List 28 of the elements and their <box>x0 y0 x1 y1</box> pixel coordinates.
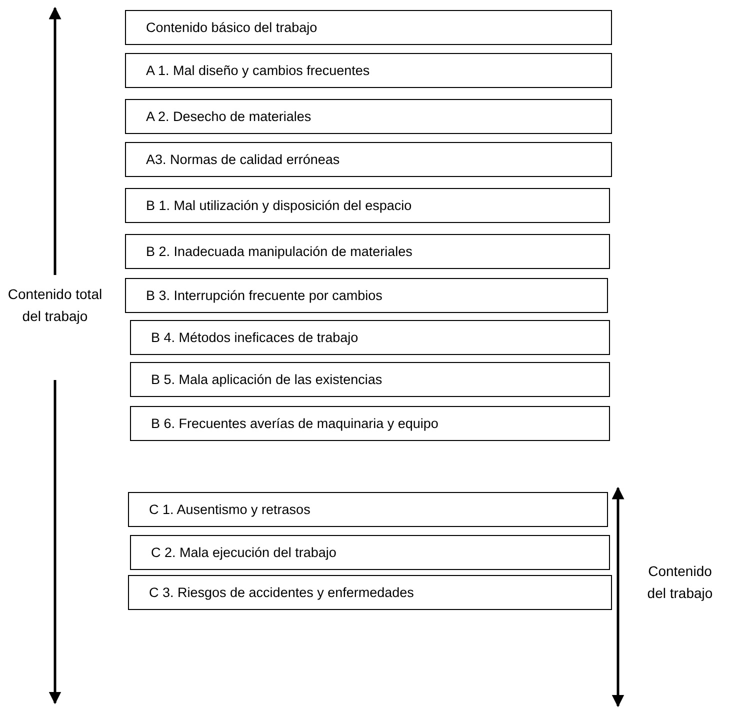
dimension-label: Contenido del trabajo <box>646 562 714 603</box>
list-box <box>128 492 608 527</box>
list-box <box>130 535 610 570</box>
box-text: Contenido básico del trabajo <box>146 20 318 35</box>
box-text: B 3. Interrupción frecuente por cambios <box>146 288 382 303</box>
list-box <box>125 10 612 45</box>
list-box <box>125 53 612 88</box>
list-box <box>125 278 608 313</box>
list-box <box>125 142 612 177</box>
dimension-label: Contenido total del trabajo <box>6 285 104 326</box>
box-text: B 4. Métodos ineficaces de trabajo <box>151 330 358 345</box>
list-box <box>125 188 610 223</box>
box-text: B 5. Mala aplicación de las existencias <box>151 372 382 387</box>
list-box <box>130 320 610 355</box>
list-box <box>125 99 612 134</box>
box-text: C 3. Riesgos de accidentes y enfermedades <box>149 585 414 600</box>
box-text: B 6. Frecuentes averías de maquinaria y equipo <box>151 416 438 431</box>
list-box <box>130 362 610 397</box>
box-text: C 1. Ausentismo y retrasos <box>149 502 310 517</box>
box-text: B 1. Mal utilización y disposición del espacio <box>146 198 412 213</box>
box-text: B 2. Inadecuada manipulación de materiales <box>146 244 412 259</box>
box-text: A 2. Desecho de materiales <box>146 109 312 124</box>
list-box <box>125 234 610 269</box>
box-text: C 2. Mala ejecución del trabajo <box>151 545 336 560</box>
box-text: A3. Normas de calidad erróneas <box>146 152 340 167</box>
box-text: A 1. Mal diseño y cambios frecuentes <box>146 63 370 78</box>
list-box <box>130 406 610 441</box>
list-box <box>128 575 612 610</box>
